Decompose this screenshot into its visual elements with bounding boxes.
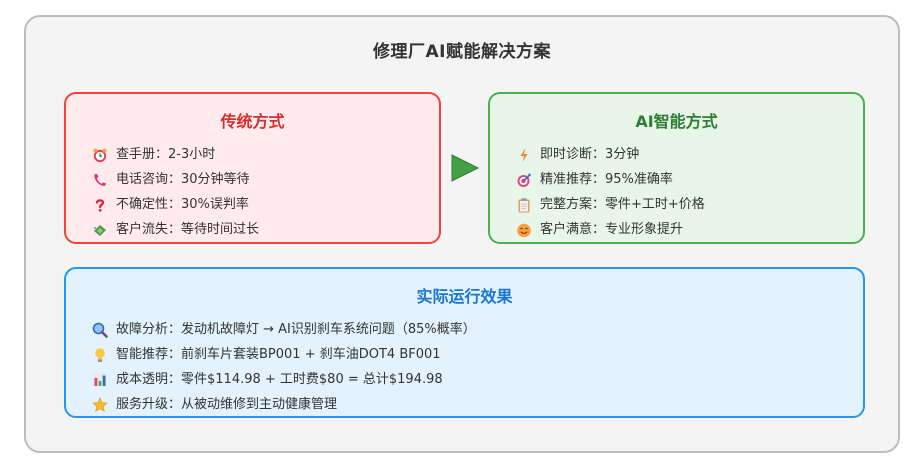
results-item-text: 服务升级：从被动维修到主动健康管理 (116, 397, 338, 412)
traditional-card-title: 传统方式 (220, 112, 285, 131)
ai-item-list: 即时诊断：3分钟 精准推荐：95%准确率 (516, 142, 705, 242)
list-item: 智能推荐：前刹车片套装BP001 + 刹车油DOT4 BF001 (92, 342, 476, 367)
results-item-text: 故障分析：发动机故障灯 → AI识别刹车系统问题（85%概率） (116, 322, 476, 337)
results-card-title: 实际运行效果 (416, 287, 513, 306)
traditional-item-text: 不确定性：30%误判率 (116, 197, 249, 212)
money-with-wings-icon (92, 222, 108, 238)
list-item: 服务升级：从被动维修到主动健康管理 (92, 392, 476, 417)
phone-icon (92, 172, 108, 188)
list-item: 故障分析：发动机故障灯 → AI识别刹车系统问题（85%概率） (92, 317, 476, 342)
list-item: 即时诊断：3分钟 (516, 142, 705, 167)
list-item: 电话咨询：30分钟等待 (92, 167, 259, 192)
ai-item-text: 客户满意：专业形象提升 (540, 222, 684, 237)
diagram-title: 修理厂AI赋能解决方案 (373, 42, 551, 62)
list-item: 完整方案：零件+工时+价格 (516, 192, 705, 217)
target-icon (516, 172, 532, 188)
ai-card-title: AI智能方式 (635, 112, 718, 131)
list-item: 成本透明：零件$114.98 + 工时费$80 = 总计$194.98 (92, 367, 476, 392)
alarm-clock-icon (92, 147, 108, 163)
bar-chart-icon (92, 372, 108, 388)
traditional-item-list: 查手册：2-3小时 电话咨询：30分钟等待 不确定性：30%误判率 (92, 142, 259, 242)
list-item: 不确定性：30%误判率 (92, 192, 259, 217)
question-mark-icon (92, 197, 108, 213)
right-arrow-icon (450, 153, 480, 183)
ai-item-text: 精准推荐：95%准确率 (540, 172, 673, 187)
clipboard-icon (516, 197, 532, 213)
diagram-frame: 修理厂AI赋能解决方案 传统方式 查手册：2-3小时 (24, 15, 900, 453)
results-item-text: 智能推荐：前刹车片套装BP001 + 刹车油DOT4 BF001 (116, 347, 441, 362)
list-item: 查手册：2-3小时 (92, 142, 259, 167)
results-card: 实际运行效果 故障分析：发动机故障灯 → AI识别刹车系统问题（85%概率） (64, 267, 865, 418)
traditional-method-card: 传统方式 查手册：2-3小时 (64, 92, 441, 244)
list-item: 精准推荐：95%准确率 (516, 167, 705, 192)
lightbulb-icon (92, 347, 108, 363)
lightning-icon (516, 147, 532, 163)
list-item: 客户满意：专业形象提升 (516, 217, 705, 242)
ai-item-text: 即时诊断：3分钟 (540, 147, 640, 162)
ai-method-card: AI智能方式 即时诊断：3分钟 (488, 92, 865, 244)
list-item: 客户流失：等待时间过长 (92, 217, 259, 242)
ai-item-text: 完整方案：零件+工时+价格 (540, 197, 705, 212)
star-icon (92, 396, 108, 413)
magnifier-icon (92, 322, 108, 338)
results-item-list: 故障分析：发动机故障灯 → AI识别刹车系统问题（85%概率） 智能推荐：前刹车… (92, 317, 476, 417)
results-item-text: 成本透明：零件$114.98 + 工时费$80 = 总计$194.98 (116, 372, 443, 387)
smile-icon (516, 222, 532, 238)
traditional-item-text: 查手册：2-3小时 (116, 147, 216, 162)
traditional-item-text: 客户流失：等待时间过长 (116, 222, 260, 237)
traditional-item-text: 电话咨询：30分钟等待 (116, 172, 250, 187)
